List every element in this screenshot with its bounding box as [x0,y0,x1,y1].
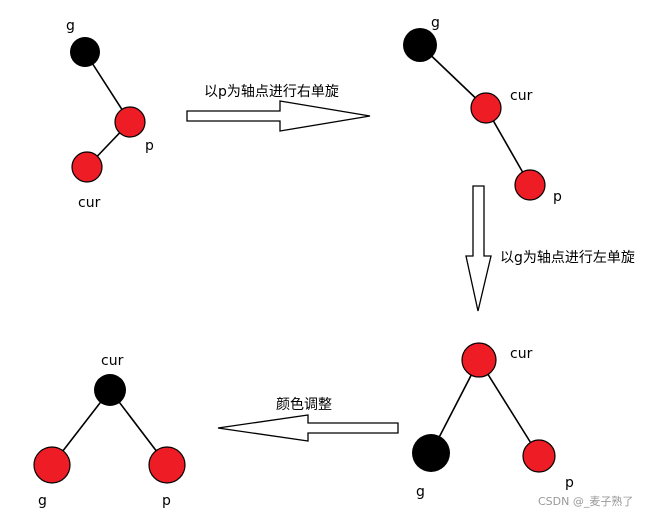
label-p: p [553,189,562,205]
watermark-text: CSDN @_麦子熟了 [538,494,633,508]
node-cur [470,92,502,124]
caption-step2: 以g为轴点进行左单旋 [500,250,635,266]
label-cur: cur [510,346,533,362]
node-g [70,37,100,67]
node-g [33,446,71,484]
edge-cur-p [478,359,540,457]
node-p [522,439,556,473]
label-g: g [416,484,425,500]
label-p: p [145,138,154,154]
label-cur: cur [78,195,101,211]
node-p [148,446,186,484]
node-g [412,434,450,472]
node-cur [461,342,497,378]
arrow-left-step3: 颜色调整 [217,396,399,442]
node-cur [71,151,103,183]
label-p: p [162,493,171,509]
caption-step1: 以p为轴点进行右单旋 [204,84,339,100]
stage-1-tree: g p cur [66,18,154,211]
arrow-right-step1: 以p为轴点进行右单旋 [186,84,371,132]
node-p [114,106,146,138]
stage-4-tree: cur g p [33,353,186,509]
stage-3-tree: cur g p [412,342,574,500]
label-g: g [38,493,47,509]
caption-step3: 颜色调整 [276,396,332,413]
label-cur: cur [510,88,533,104]
node-g [403,28,437,62]
node-p [514,169,546,201]
arrow-down-step2: 以g为轴点进行左单旋 [465,185,635,312]
label-g: g [431,15,440,31]
stage-2-tree: g cur p [403,15,562,205]
label-p: p [565,475,574,491]
label-g: g [66,18,75,34]
node-cur [94,374,126,406]
label-cur: cur [101,353,124,369]
